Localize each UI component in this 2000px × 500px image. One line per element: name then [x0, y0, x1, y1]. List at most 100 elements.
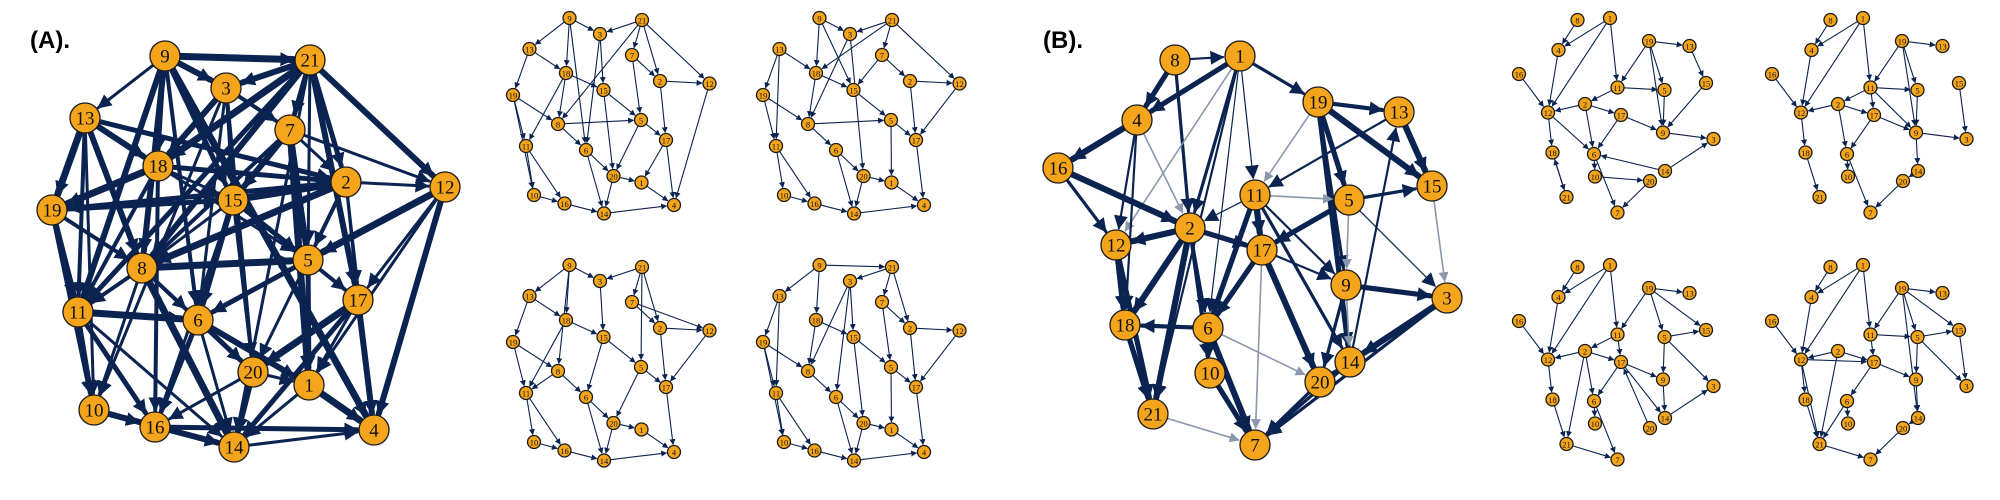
- edge-13-19: [764, 301, 778, 336]
- edge-6-20: [840, 401, 859, 419]
- node-label: 16: [1049, 159, 1068, 180]
- node-label: 14: [1661, 414, 1670, 424]
- edge-12-17: [920, 335, 956, 382]
- edge-15-8: [154, 207, 223, 260]
- node-11: 11: [518, 385, 534, 401]
- edge-11-17: [1869, 93, 1876, 109]
- edge-15-5: [608, 340, 636, 363]
- edge-6-7: [1848, 159, 1869, 207]
- node-circle: [1855, 257, 1871, 273]
- node-17: 17: [1246, 234, 1278, 266]
- edge-6-14: [837, 156, 854, 207]
- node-circle: [217, 184, 249, 216]
- edge-13-19: [514, 54, 528, 89]
- node-label: 10: [1591, 172, 1600, 182]
- edge-9-13: [534, 268, 565, 292]
- node-circle: [1910, 329, 1925, 345]
- node-circle: [1793, 105, 1809, 120]
- node-label: 19: [1309, 93, 1328, 114]
- node-label: 21: [888, 263, 897, 273]
- node-label: 18: [149, 157, 168, 178]
- node-circle: [1570, 12, 1585, 28]
- node-label: 10: [1844, 419, 1853, 429]
- node-label: 10: [530, 438, 539, 448]
- node-label: 16: [146, 418, 165, 439]
- edge-2-6: [1838, 110, 1848, 148]
- edge-18-15: [821, 322, 848, 335]
- node-label: 11: [522, 389, 530, 399]
- edge-17-6: [1215, 259, 1257, 317]
- edge-5-17: [1274, 204, 1339, 245]
- edge-11-5: [1876, 333, 1911, 340]
- edge-21-18: [168, 65, 302, 160]
- node-circle: [1641, 33, 1657, 49]
- edge-21-2: [893, 273, 910, 322]
- node-label: 19: [1898, 37, 1907, 47]
- edge-19-11: [1874, 293, 1899, 329]
- node-12: 12: [1540, 352, 1556, 367]
- edge-20-16: [168, 377, 242, 421]
- node-17: 17: [1613, 354, 1629, 370]
- panel-label-b: (B).: [1043, 27, 1083, 54]
- node-circle: [1587, 416, 1603, 431]
- node-label: 9: [817, 261, 821, 271]
- panel-label-a: (A).: [30, 27, 70, 54]
- edge-12-18: [1801, 118, 1808, 146]
- edge-19-8: [62, 216, 130, 261]
- node-12: 12: [1100, 229, 1132, 261]
- node-label: 4: [369, 421, 379, 442]
- node-11: 11: [1863, 327, 1878, 342]
- edge-5-1: [301, 272, 316, 371]
- edge-8-6: [812, 128, 831, 146]
- edge-8-4: [1815, 272, 1828, 292]
- edge-18-21: [1553, 405, 1566, 438]
- edge-5-15: [1362, 184, 1417, 200]
- edge-17-6: [1850, 367, 1871, 396]
- node-7: 7: [624, 47, 640, 63]
- edge-16-14: [570, 451, 598, 461]
- edge-8-5: [564, 117, 635, 125]
- edge-2-17: [910, 334, 918, 381]
- edge-8-4: [1562, 272, 1575, 292]
- edge-6-20: [1220, 333, 1306, 376]
- node-label: 20: [1311, 373, 1330, 394]
- edge-19-2: [65, 177, 331, 211]
- node-circle: [1642, 420, 1658, 436]
- node-label: 10: [1844, 172, 1853, 182]
- edge-9-18: [813, 271, 820, 314]
- node-circle: [592, 26, 608, 42]
- node-circle: [856, 415, 871, 431]
- node-label: 21: [638, 263, 647, 273]
- node-10: 10: [776, 187, 792, 203]
- edge-5-3: [1359, 210, 1436, 287]
- node-label: 20: [859, 172, 868, 182]
- node-1: 1: [1855, 10, 1871, 26]
- node-circle: [1910, 82, 1925, 98]
- edge-13-19: [764, 54, 778, 89]
- node-1: 1: [634, 422, 649, 437]
- edge-6-16: [158, 331, 195, 414]
- node-label: 15: [849, 333, 858, 343]
- node-3: 3: [1431, 282, 1463, 314]
- edge-2-6: [1585, 357, 1595, 395]
- node-label: 17: [912, 383, 921, 393]
- node-label: 1: [1608, 14, 1612, 24]
- edge-16-14: [168, 429, 220, 447]
- edge-9-3: [175, 59, 214, 84]
- edge-5-9: [1913, 96, 1920, 126]
- node-circle: [1302, 86, 1334, 118]
- node-circle: [562, 10, 577, 26]
- edge-15-9: [1667, 87, 1703, 128]
- edge-13-19: [514, 301, 528, 336]
- node-circle: [342, 284, 374, 316]
- node-21: 21: [884, 12, 900, 28]
- edge-6-7: [1210, 338, 1252, 433]
- node-circle: [772, 288, 787, 304]
- node-7: 7: [1610, 205, 1625, 220]
- node-circle: [562, 257, 577, 273]
- node-circle: [1823, 259, 1838, 275]
- node-19: 19: [755, 87, 771, 103]
- node-label: 11: [1613, 330, 1621, 340]
- edge-19-13: [1330, 101, 1385, 116]
